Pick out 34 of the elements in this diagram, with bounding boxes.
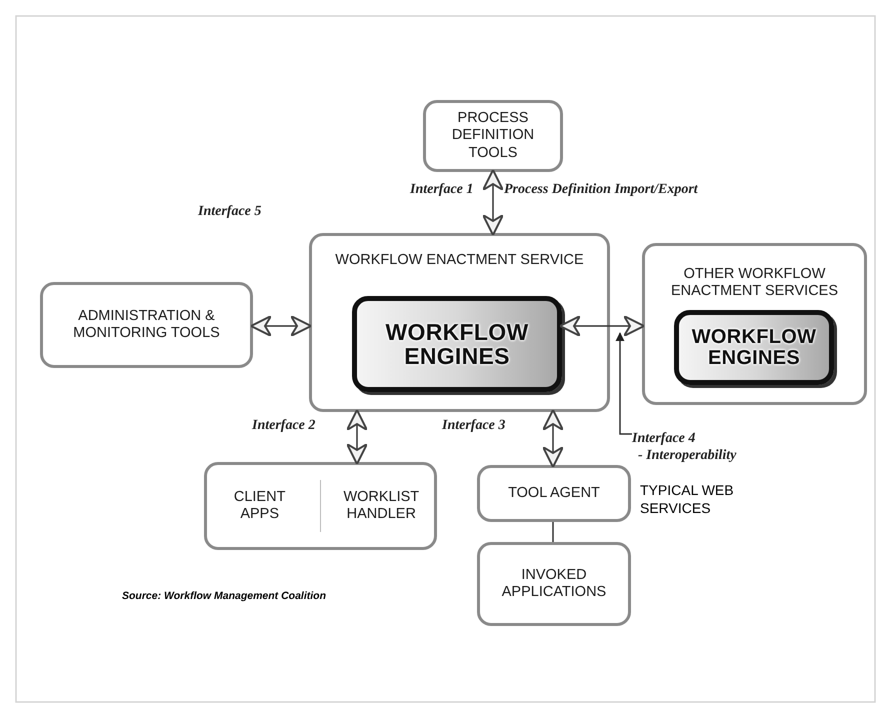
- box-label: ADMINISTRATION & MONITORING TOOLS: [72, 308, 221, 342]
- double-arrow: [482, 169, 504, 236]
- source-note: Source: Workflow Management Coalition: [122, 590, 326, 602]
- caption-text: TYPICAL WEB SERVICES: [640, 482, 735, 517]
- rounded-box: [40, 282, 253, 368]
- double-arrow: [346, 409, 368, 465]
- rounded-box: [309, 233, 610, 412]
- double-arrow: [559, 315, 645, 337]
- connector-line: [552, 522, 554, 542]
- double-arrow: [542, 409, 564, 468]
- interface-note: Process Definition Import/Export: [504, 182, 698, 198]
- edge-label: Interface 2: [250, 418, 318, 434]
- box-label: INVOKED APPLICATIONS: [500, 566, 608, 602]
- annotation-text: Interface 4: [632, 431, 696, 448]
- box-label: WORKLIST HANDLER: [342, 488, 420, 524]
- box-label: TOOL AGENT: [508, 484, 600, 502]
- leader-line: [616, 332, 632, 435]
- engine-label: WORKFLOW ENGINES: [384, 320, 530, 368]
- box-label: PROCESS DEFINITION TOOLS: [450, 110, 536, 162]
- annotation-text: - Interoperability: [637, 448, 736, 465]
- edge-label: Interface 3: [440, 418, 508, 434]
- double-arrow: [250, 315, 312, 337]
- engine-box: [352, 296, 562, 392]
- engine-label: WORKFLOW ENGINES: [690, 326, 818, 368]
- rounded-box: [642, 243, 867, 405]
- rounded-box: [204, 462, 437, 550]
- rounded-box: [423, 100, 563, 172]
- rounded-box: [477, 542, 631, 626]
- interface-label: Interface 5: [198, 204, 262, 220]
- engine-box: [674, 310, 834, 385]
- box-heading: WORKFLOW ENACTMENT SERVICE: [335, 252, 584, 270]
- rounded-box: [477, 465, 631, 522]
- box-label: CLIENT APPS: [232, 488, 286, 524]
- box-heading: OTHER WORKFLOW ENACTMENT SERVICES: [670, 266, 840, 301]
